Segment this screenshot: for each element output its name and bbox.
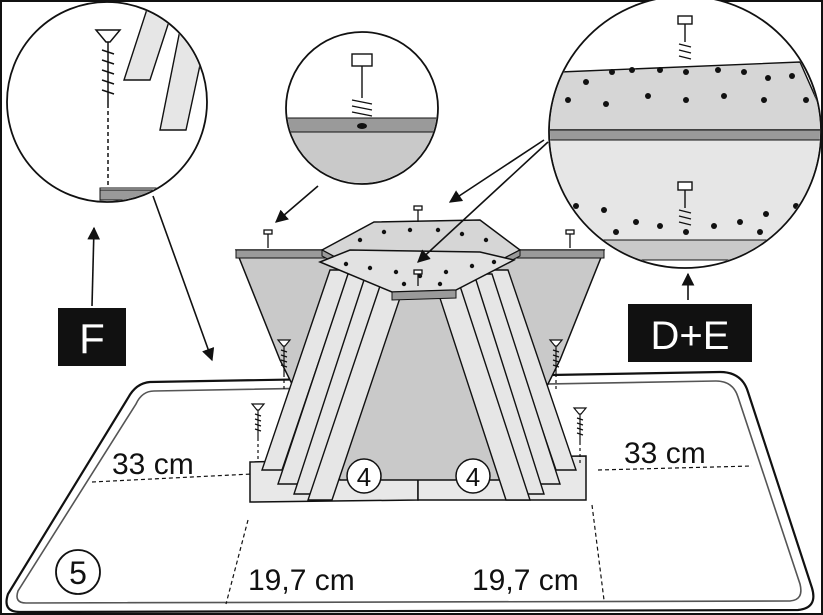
detail-circle-f (6, 1, 208, 203)
label-box-f: F (58, 308, 126, 366)
dimension-right-bottom: 19,7 cm (472, 564, 579, 597)
panel-number-left-badge: 4 (346, 458, 382, 494)
frame-screws (263, 205, 575, 286)
label-box-de: D+E (628, 304, 752, 362)
label-f: F (79, 315, 105, 362)
step-number-badge: 5 (55, 549, 101, 595)
panel-number-right-badge: 4 (455, 458, 491, 494)
step-number: 5 (69, 555, 87, 591)
pointer-arrows (87, 139, 695, 362)
dimension-right-top: 33 cm (624, 437, 706, 470)
leg-slats-right (435, 269, 577, 501)
dimension-left-top: 33 cm (112, 448, 194, 481)
detail-circle-de (548, 0, 822, 269)
detail-circle-bolt (285, 31, 439, 185)
plate-holes (343, 227, 497, 287)
leg-slats-left (261, 269, 405, 501)
panel-number-right: 4 (466, 462, 480, 492)
label-de: D+E (651, 314, 730, 358)
panel-number-left: 4 (357, 462, 371, 492)
wood-screws (250, 339, 588, 464)
dimension-left-bottom: 19,7 cm (248, 564, 355, 597)
